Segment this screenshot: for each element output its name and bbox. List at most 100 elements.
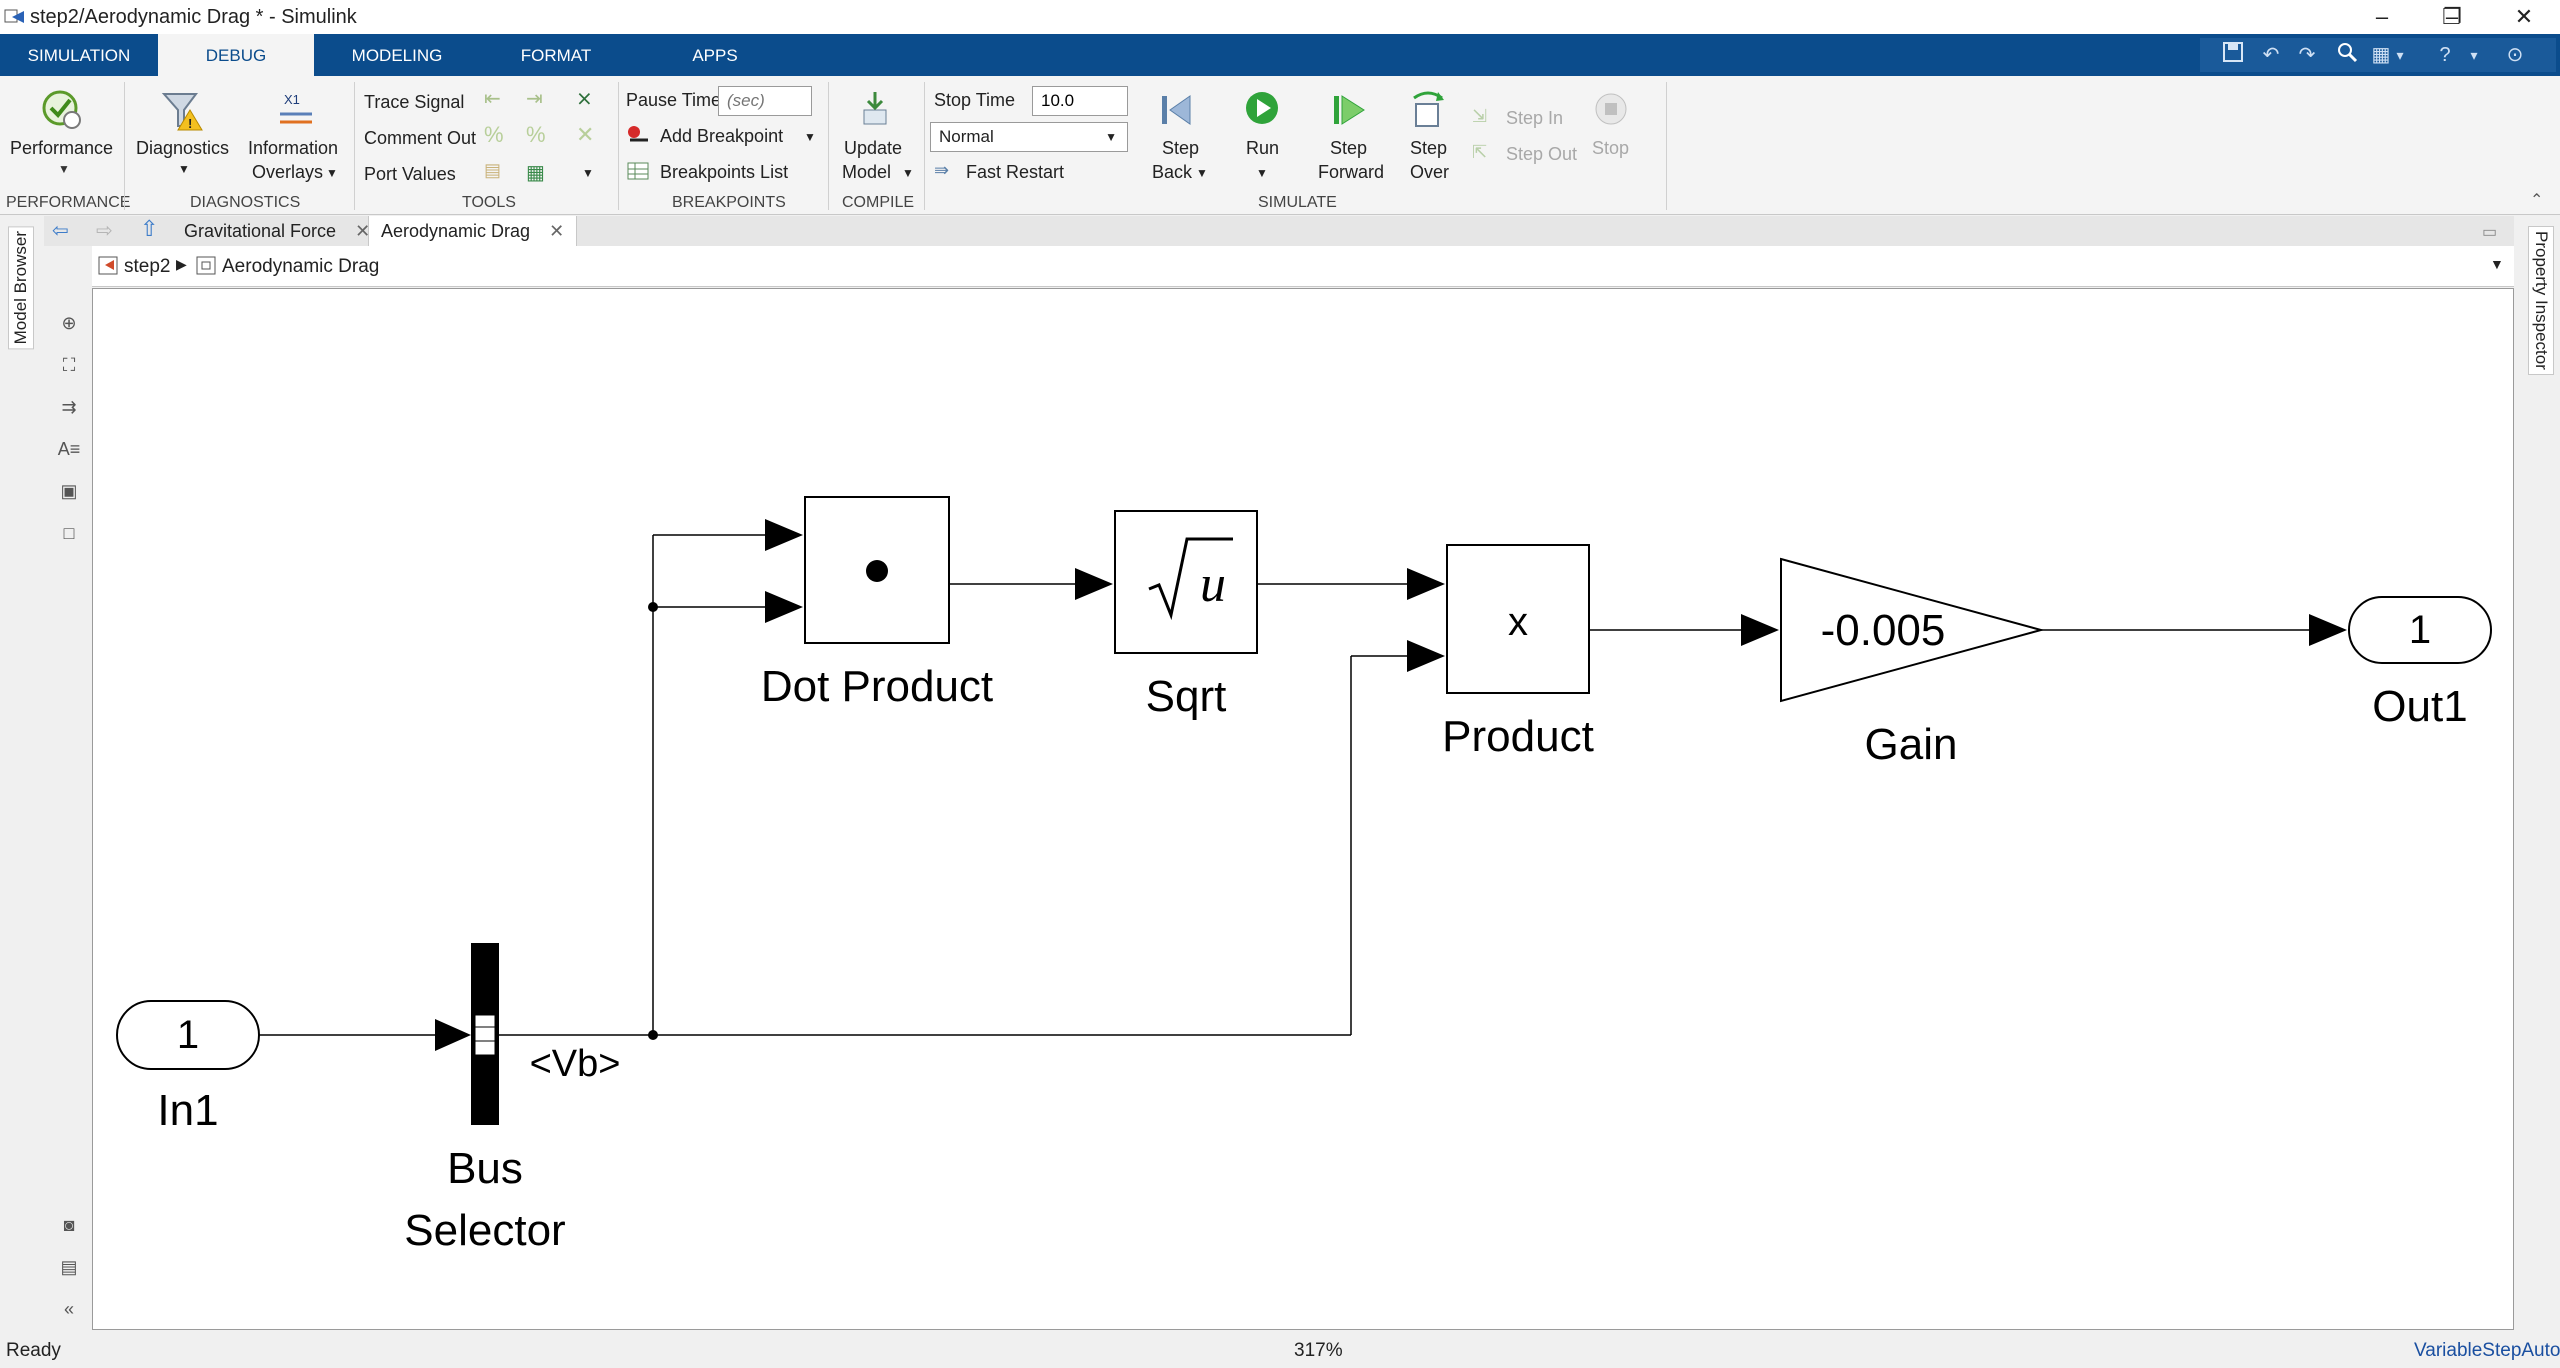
trace-signal-button[interactable]: Trace Signal	[364, 92, 465, 112]
uncomment-icon[interactable]: ✕	[576, 122, 595, 147]
tab-debug[interactable]: DEBUG	[158, 34, 314, 76]
breadcrumb-step2[interactable]: step2	[124, 256, 171, 277]
port-values-button[interactable]: Port Values	[364, 164, 456, 184]
update-model-label-2[interactable]: Model	[842, 162, 892, 182]
add-breakpoint-button[interactable]: Add Breakpoint	[660, 126, 784, 146]
comment-icon[interactable]: %	[526, 122, 546, 147]
information-overlays-dropdown-icon[interactable]: ▼	[326, 166, 338, 180]
tab-apps[interactable]: APPS	[692, 46, 738, 65]
image-icon[interactable]: ▣	[60, 481, 78, 501]
tab-modeling[interactable]: MODELING	[351, 46, 443, 65]
undo-icon[interactable]: ↶	[2262, 44, 2280, 66]
diagnostics-dropdown-icon[interactable]: ▼	[178, 162, 190, 176]
block-out1[interactable]: 1 Out1	[2348, 596, 2492, 731]
model-info-icon[interactable]: ▤	[60, 1257, 78, 1277]
update-model-dropdown-icon[interactable]: ▼	[902, 166, 914, 180]
step-in-button[interactable]: Step In	[1506, 108, 1564, 128]
simulation-mode-select[interactable]: Normal ▼	[930, 122, 1128, 152]
remove-port-value-icon[interactable]: ▦	[526, 162, 545, 184]
step-forward-label-1[interactable]: Step	[1330, 138, 1368, 158]
fast-restart-button[interactable]: Fast Restart	[966, 162, 1065, 182]
update-model-label-1[interactable]: Update	[844, 138, 903, 158]
collapse-palette-icon[interactable]: «	[63, 1299, 74, 1319]
zoom-icon[interactable]: ⊕	[61, 313, 77, 333]
forward-arrow-icon[interactable]: ⇨	[96, 220, 113, 242]
annotation-icon[interactable]: A≡	[57, 439, 81, 459]
hide-explorer-bar-icon[interactable]: ▭	[2482, 224, 2498, 241]
minimize-button[interactable]: –	[2445, 4, 2459, 29]
step-out-button[interactable]: Step Out	[1506, 144, 1578, 164]
status-text: Ready	[6, 1340, 61, 1361]
remove-highlight-icon[interactable]: ⨯	[576, 88, 593, 110]
fit-to-view-icon[interactable]: ⛶	[62, 355, 76, 375]
block-bus-selector[interactable]: <Vb> Bus Selector	[404, 943, 620, 1255]
breadcrumb-separator-icon: ▶	[176, 256, 187, 272]
step-forward-label-2[interactable]: Forward	[1318, 162, 1385, 182]
close-icon[interactable]: ✕	[355, 221, 371, 241]
zoom-level[interactable]: 317%	[1294, 1340, 1343, 1361]
up-to-parent-icon[interactable]: ⇧	[140, 216, 159, 241]
solver-link[interactable]: VariableStepAuto	[2414, 1340, 2560, 1361]
screenshot-icon[interactable]: ◙	[63, 1215, 75, 1235]
help-dropdown-icon[interactable]: ▾	[2470, 47, 2478, 63]
breadcrumb-aerodynamic-drag[interactable]: Aerodynamic Drag	[222, 256, 380, 277]
step-over-label-2[interactable]: Over	[1410, 162, 1450, 182]
tab-gravitational-force[interactable]: Gravitational Force ✕	[172, 216, 383, 246]
show-port-value-icon[interactable]: ▤	[484, 160, 502, 180]
performance-dropdown-icon[interactable]: ▼	[58, 162, 70, 176]
help-icon[interactable]: ?	[2439, 44, 2451, 66]
run-button[interactable]: Run	[1246, 138, 1280, 158]
comment-out-button[interactable]: Comment Out	[364, 128, 477, 148]
property-inspector-tab[interactable]: Property Inspector	[2528, 226, 2554, 375]
information-overlays-label-1[interactable]: Information	[248, 138, 339, 158]
block-product[interactable]: x Product	[1442, 544, 1594, 761]
group-compile: COMPILE	[842, 194, 915, 211]
information-overlays-label-2[interactable]: Overlays	[252, 162, 324, 182]
step-back-label-1[interactable]: Step	[1162, 138, 1200, 158]
trace-forward-icon[interactable]: ⇥	[526, 88, 543, 110]
collapse-ribbon-icon[interactable]: ⊙	[2506, 44, 2524, 66]
add-breakpoint-icon	[628, 126, 648, 142]
find-icon[interactable]	[2332, 41, 2362, 69]
block-in1[interactable]: 1 In1	[116, 1000, 260, 1135]
trace-back-icon[interactable]: ⇤	[484, 88, 501, 110]
tab-aerodynamic-drag[interactable]: Aerodynamic Drag ✕	[368, 216, 578, 246]
tab-format[interactable]: FORMAT	[520, 46, 592, 65]
model-browser-tab[interactable]: Model Browser	[8, 226, 34, 350]
step-back-icon	[1162, 95, 1191, 125]
tab-simulation[interactable]: SIMULATION	[27, 46, 131, 65]
run-dropdown-icon[interactable]: ▼	[1256, 166, 1268, 180]
window-close-button[interactable]: ✕	[2514, 4, 2534, 29]
block-sqrt[interactable]: u Sqrt	[1114, 510, 1258, 721]
window-minimize-button[interactable]: –	[2375, 4, 2389, 29]
close-icon[interactable]: ✕	[549, 221, 565, 241]
breakpoints-list-button[interactable]: Breakpoints List	[660, 162, 789, 182]
back-arrow-icon[interactable]: ⇦	[52, 220, 69, 242]
collapse-ribbon-button[interactable]: ⌃	[2530, 192, 2544, 209]
tools-dropdown-icon[interactable]: ▼	[582, 166, 594, 180]
block-dot-product[interactable]: Dot Product	[761, 496, 993, 711]
connection-icon[interactable]: ⇉	[61, 397, 77, 417]
add-breakpoint-dropdown-icon[interactable]: ▼	[804, 130, 816, 144]
redo-icon[interactable]: ↷	[2298, 44, 2316, 66]
window-restore-button[interactable]: ❐	[2442, 4, 2462, 29]
library-dropdown-icon[interactable]: ▾	[2396, 47, 2404, 63]
diagnostics-button[interactable]: Diagnostics	[136, 138, 230, 158]
address-dropdown-icon[interactable]: ▼	[2490, 256, 2504, 272]
model-canvas[interactable]: 1 In1 <Vb> Bus Selector Dot Product u Sq…	[92, 288, 2514, 1330]
performance-button[interactable]: Performance	[10, 138, 114, 158]
save-icon[interactable]	[2218, 41, 2248, 69]
comment-through-icon[interactable]: %	[484, 122, 504, 147]
pause-time-input[interactable]	[718, 86, 812, 116]
stop-button[interactable]: Stop	[1592, 138, 1630, 158]
stop-time-input[interactable]	[1032, 86, 1128, 116]
step-over-label-1[interactable]: Step	[1410, 138, 1448, 158]
area-icon[interactable]: □	[63, 523, 75, 543]
step-forward-icon	[1334, 95, 1365, 125]
step-back-label-2[interactable]: Back	[1152, 162, 1193, 182]
step-back-dropdown-icon[interactable]: ▼	[1196, 166, 1208, 180]
in1-port-number: 1	[177, 1013, 199, 1057]
block-gain[interactable]: -0.005 Gain	[1780, 557, 2045, 769]
simulink-logo-icon	[4, 9, 24, 23]
library-browser-icon[interactable]: ▦	[2371, 44, 2391, 66]
